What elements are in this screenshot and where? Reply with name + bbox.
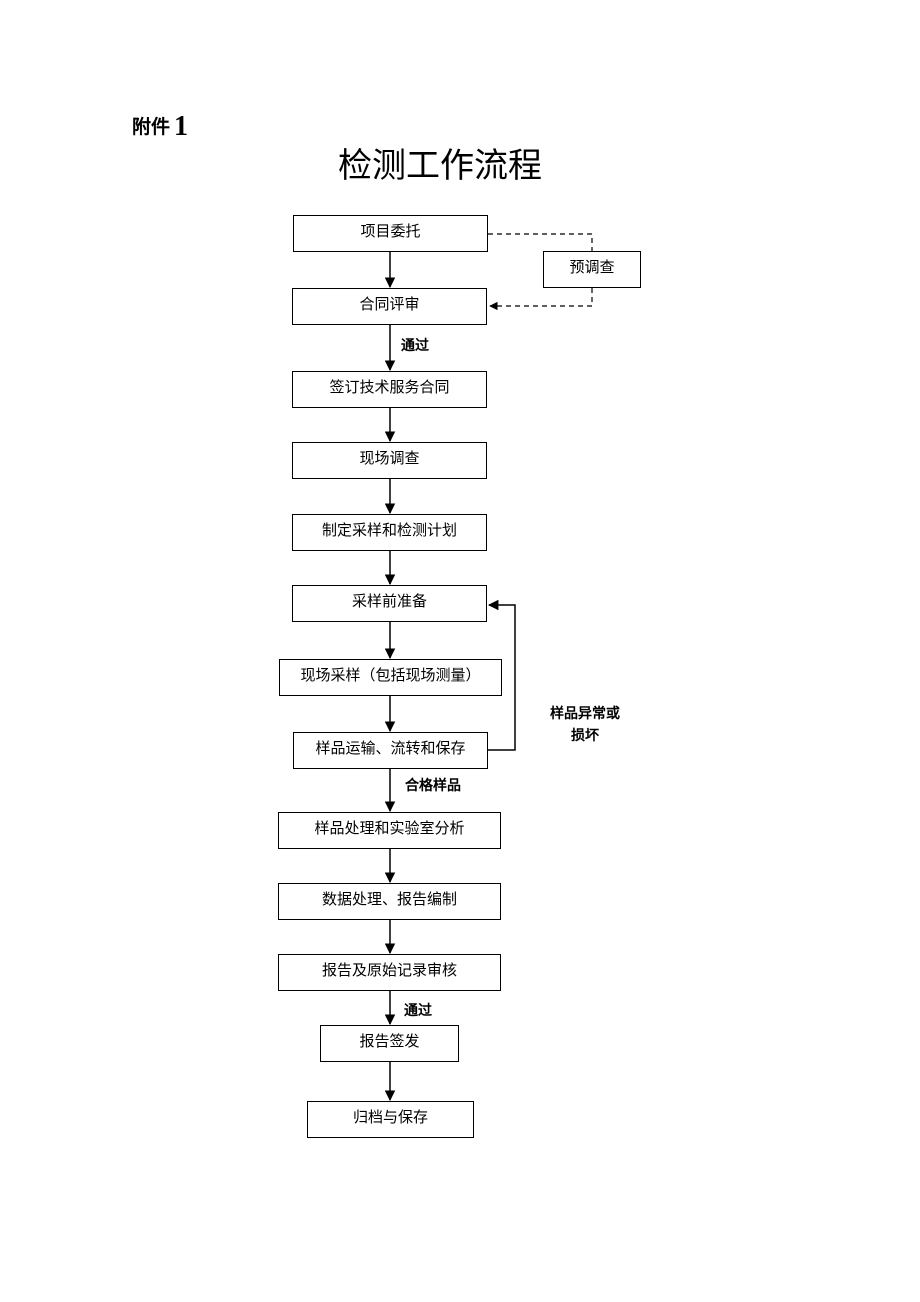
step-sampling-plan: 制定采样和检测计划 bbox=[292, 514, 487, 551]
page-title: 检测工作流程 bbox=[338, 146, 542, 186]
attachment-text: 附件 bbox=[132, 116, 171, 138]
step-sign-contract: 签订技术服务合同 bbox=[292, 371, 487, 408]
step-contract-review: 合同评审 bbox=[292, 288, 487, 325]
step-label: 现场采样（包括现场测量） bbox=[300, 666, 481, 684]
pre-survey-box: 预调查 bbox=[543, 251, 641, 288]
step-archive: 归档与保存 bbox=[307, 1101, 474, 1138]
dashed-from-presurvey bbox=[489, 288, 593, 311]
feedback-loop bbox=[487, 599, 516, 751]
step-project-commission: 项目委托 bbox=[293, 215, 488, 252]
step-data-processing: 数据处理、报告编制 bbox=[278, 883, 501, 920]
step-sample-transport: 样品运输、流转和保存 bbox=[293, 732, 488, 769]
step-label: 制定采样和检测计划 bbox=[321, 521, 457, 539]
step-report-issue: 报告签发 bbox=[320, 1025, 459, 1062]
step-label: 样品运输、流转和保存 bbox=[315, 739, 466, 757]
step-label: 采样前准备 bbox=[351, 592, 427, 610]
step-lab-analysis: 样品处理和实验室分析 bbox=[278, 812, 501, 849]
step-label: 样品处理和实验室分析 bbox=[314, 819, 465, 837]
step-label: 现场调查 bbox=[359, 449, 420, 467]
label-qualified-samples: 合格样品 bbox=[405, 778, 461, 794]
label-abnormal-samples: 样品异常或 损坏 bbox=[540, 703, 630, 747]
step-label: 归档与保存 bbox=[352, 1108, 428, 1126]
step-label: 数据处理、报告编制 bbox=[321, 890, 457, 908]
step-report-audit: 报告及原始记录审核 bbox=[278, 954, 501, 991]
step-site-survey: 现场调查 bbox=[292, 442, 487, 479]
dashed-to-presurvey bbox=[488, 233, 593, 251]
label-pass-2: 通过 bbox=[404, 1003, 432, 1019]
step-label: 合同评审 bbox=[359, 295, 420, 313]
label-pass-1: 通过 bbox=[401, 338, 429, 354]
step-label: 报告及原始记录审核 bbox=[321, 961, 457, 979]
step-label: 报告签发 bbox=[359, 1032, 420, 1050]
label-abnormal-line-1: 样品异常或 bbox=[550, 706, 620, 722]
pre-survey-label: 预调查 bbox=[569, 258, 615, 276]
attachment-number: 1 bbox=[174, 111, 189, 142]
step-sampling-prep: 采样前准备 bbox=[292, 585, 487, 622]
label-abnormal-line-2: 损坏 bbox=[571, 728, 599, 744]
step-label: 项目委托 bbox=[360, 222, 421, 240]
step-label: 签订技术服务合同 bbox=[329, 378, 450, 396]
step-field-sampling: 现场采样（包括现场测量） bbox=[279, 659, 502, 696]
